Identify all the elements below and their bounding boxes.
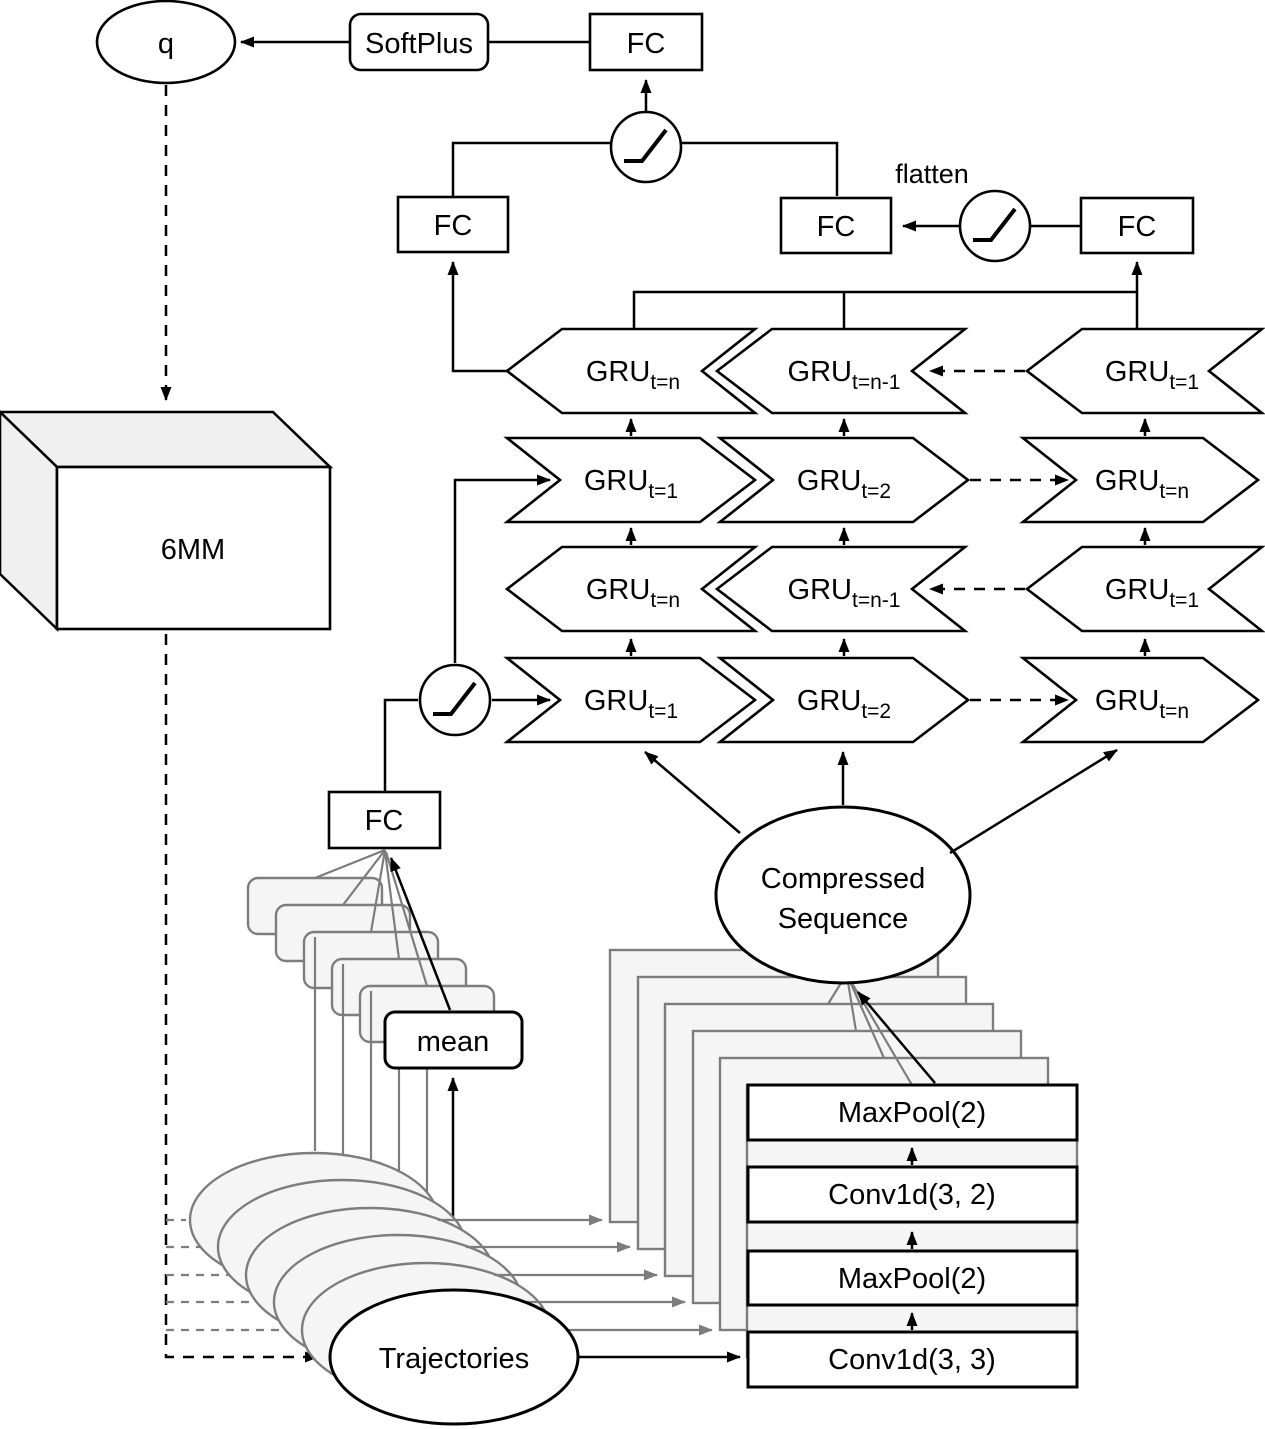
gru-row-3: GRUt=n GRUt=n-1 GRUt=1 — [504, 545, 1265, 633]
conv-encoder-stack: MaxPool(2) Conv1d(3, 2) MaxPool(2) Conv1… — [608, 948, 1079, 1389]
output-head: q SoftPlus FC FC FC flatten FC — [95, 0, 1195, 263]
gru-cell — [504, 327, 759, 415]
q-node — [95, 0, 237, 85]
mean-branch: FC mean — [246, 790, 524, 1290]
fc-top-node — [588, 12, 704, 72]
gru-cell — [1019, 656, 1261, 744]
maxpool-top-node — [746, 1083, 1079, 1142]
gru-interlayer-arrows — [625, 418, 1151, 656]
mean-node — [383, 1010, 524, 1070]
gru-cell — [503, 436, 758, 524]
6mm-front-face — [55, 465, 332, 631]
gru-cell — [1019, 436, 1261, 524]
fc-left-node — [396, 195, 510, 254]
gru-cell — [716, 656, 971, 744]
gru-row-4: GRUt=1 GRUt=2 GRUt=n — [503, 656, 1261, 744]
maxpool-top-label: MaxPool(2) — [838, 1097, 986, 1129]
q-label: q — [158, 28, 174, 60]
card-fc-line — [383, 850, 401, 960]
gru-row-1: GRUt=n GRUt=n-1 GRUt=1 — [504, 327, 1265, 415]
compressed-sequence-label-1: Compressed — [761, 863, 925, 895]
conv-bottom-node — [746, 1330, 1079, 1389]
compressed-sequence: Compressed Sequence — [644, 748, 1118, 1084]
gru-grid: GRUt=n GRUt=n-1 GRUt=1 GRUt=1 GRUt=2 GRU… — [503, 327, 1265, 744]
compressed-to-gru-arrow-right — [949, 748, 1118, 855]
gru-cell-label: GRUt=2 — [797, 465, 891, 503]
compressed-to-gru-arrow-left — [644, 751, 741, 834]
conv-top-label: Conv1d(3, 2) — [828, 1179, 996, 1211]
activation-glyph — [433, 681, 477, 716]
sheet-cs-line — [846, 976, 886, 1059]
softplus-label: SoftPlus — [365, 28, 473, 60]
gru-row-2: GRUt=1 GRUt=2 GRUt=n — [503, 436, 1261, 524]
conv-to-compressed-arrow — [857, 991, 936, 1084]
gru-cell — [503, 656, 758, 744]
fc-left-label: FC — [434, 210, 473, 242]
compressed-sequence-label-2: Sequence — [778, 903, 909, 935]
gru-cell-label: GRUt=2 — [797, 685, 891, 723]
gru-bus — [447, 261, 1143, 373]
activation-icon — [418, 663, 492, 737]
gru-cell-label: GRUt=1 — [1105, 356, 1199, 394]
fc-mid-left-label: FC — [365, 805, 404, 837]
maxpool-bottom-label: MaxPool(2) — [838, 1263, 986, 1295]
conv-pipeline: MaxPool(2) Conv1d(3, 2) MaxPool(2) Conv1… — [746, 1083, 1079, 1389]
6mm-to-trajectories-dashed-line — [164, 634, 310, 1359]
maxpool-bottom-node — [746, 1249, 1079, 1307]
flatten-label: flatten — [895, 159, 969, 189]
fc-far-right-node — [1079, 196, 1195, 255]
gru-cell-label: GRUt=n-1 — [788, 356, 901, 394]
gru-cell — [716, 436, 971, 524]
gru-cell-label: GRUt=1 — [1105, 574, 1199, 612]
gru-cell-label: GRUt=n — [586, 356, 680, 394]
gru-cell-label: GRUt=1 — [584, 465, 678, 503]
activation-icon — [609, 110, 683, 184]
gru-cell — [714, 327, 969, 415]
fc-far-right-label: FC — [1118, 211, 1157, 243]
fc-mid-left-node — [327, 790, 442, 850]
6mm-label: 6MM — [161, 534, 225, 566]
flatten-icon — [958, 189, 1032, 263]
card-fc-line — [384, 851, 429, 987]
gru-cell — [1024, 327, 1265, 415]
card-fc-line — [314, 848, 386, 880]
gru-cell — [504, 545, 759, 633]
gru-output-bus — [632, 290, 1139, 329]
gru-cell-label: GRUt=1 — [584, 685, 678, 723]
gru-cell-label: GRUt=n-1 — [788, 574, 901, 612]
gru-cell — [714, 545, 969, 633]
gru-cell-label: GRUt=n — [1095, 465, 1189, 503]
mean-label: mean — [417, 1026, 490, 1058]
gru-to-fc-left-arrow — [447, 261, 507, 373]
activation-glyph — [624, 128, 668, 163]
trajectories-stack: Trajectories — [188, 1151, 741, 1426]
sheet-cs-line — [845, 975, 858, 1032]
gru-cell — [1024, 545, 1265, 633]
conv-top-node — [746, 1165, 1079, 1224]
compressed-sequence-node — [714, 805, 972, 985]
fc-top-label: FC — [627, 28, 666, 60]
fc-mid-right-node — [779, 196, 893, 255]
fc-right-to-activation-line — [680, 141, 839, 196]
memory-block-6mm: 6MM — [0, 410, 334, 633]
trajectories-to-sheets-arrows — [438, 1214, 713, 1336]
fc-mid-right-label: FC — [817, 211, 856, 243]
trajectories-label: Trajectories — [379, 1343, 529, 1375]
gru-input-activation — [383, 474, 551, 792]
activation-to-row2-arrow — [453, 474, 551, 663]
fc-left-to-activation-line — [451, 141, 610, 197]
conv-bottom-label: Conv1d(3, 3) — [828, 1344, 996, 1376]
flatten-glyph — [973, 207, 1017, 242]
gru-cell-label: GRUt=n — [1095, 685, 1189, 723]
fc-to-activation-line — [383, 698, 418, 792]
cards-to-fc-lines — [314, 848, 429, 987]
mean-to-fc-arrow — [389, 857, 452, 1011]
card-fc-line — [369, 849, 387, 933]
gru-cell-label: GRUt=n — [586, 574, 680, 612]
card-fc-line — [342, 849, 386, 906]
softplus-node — [348, 12, 490, 72]
